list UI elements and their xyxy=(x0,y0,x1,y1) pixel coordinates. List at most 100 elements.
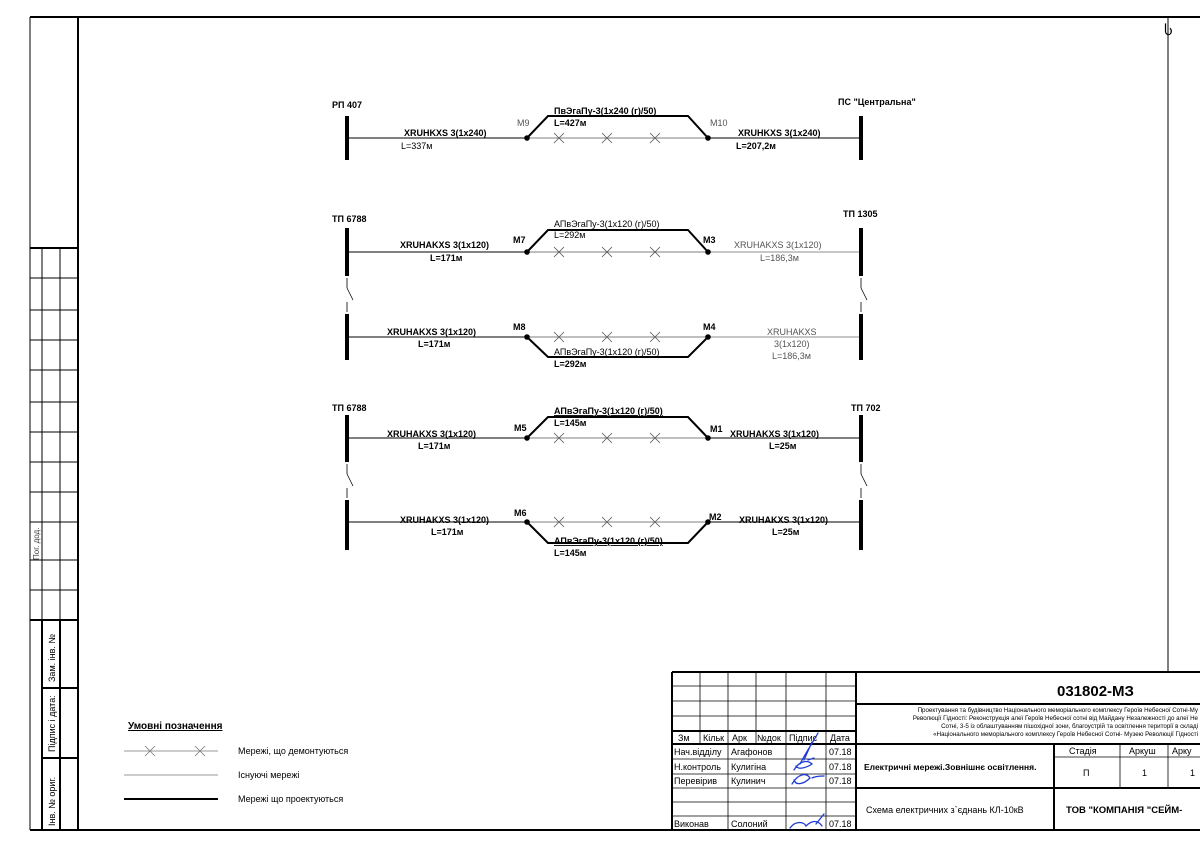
stage-header-arkushiv: Арку xyxy=(1172,746,1192,756)
legend-title: Умовні позначення xyxy=(128,721,223,732)
l2-muff-right-label: M2 xyxy=(709,512,722,522)
l1-muff-right-label: M3 xyxy=(703,235,716,245)
muff-left-label: M9 xyxy=(517,118,530,128)
l1-designed-cable xyxy=(526,229,709,253)
col-data: Дата xyxy=(830,733,850,743)
l2-left-cable-type: XRUHAKXS 3(1x120) xyxy=(387,327,476,337)
l1-mid-cable-type: АПвЭгаПу-3(1x120 (г)/50) xyxy=(554,219,660,229)
l2-muff-right-label: M4 xyxy=(703,322,716,332)
l1-muff-right-label: M1 xyxy=(710,424,723,434)
stage-header-stadiya: Стадія xyxy=(1069,746,1097,756)
stage-header-arkush: Аркуш xyxy=(1129,746,1156,756)
signature-3 xyxy=(791,773,825,785)
muff-right xyxy=(705,135,711,141)
l2-left-cable-length: L=171м xyxy=(418,339,451,349)
stamp-label-sign: Підпис і дата: xyxy=(47,695,57,752)
l1-mid-cable-length: L=145м xyxy=(554,418,587,428)
designed-cable xyxy=(526,115,709,139)
col-ark: Арк xyxy=(732,733,747,743)
sheet-number: 1 xyxy=(1142,768,1147,778)
l2-right-cable-type-2: 3(1x120) xyxy=(774,339,810,349)
signer-date-1: 07.18 xyxy=(829,747,852,757)
signer-date-2: 07.18 xyxy=(829,762,852,772)
dismantle-x-marks xyxy=(553,132,661,144)
node-right: ПС "Центральна" xyxy=(838,97,916,107)
col-pidpys: Підпис xyxy=(789,733,818,743)
l2-right-cable-length: L=186,3м xyxy=(772,351,811,361)
project-description: Проектування та будівництво Національног… xyxy=(913,707,1199,738)
col-ndok: №док xyxy=(757,733,781,743)
node-left: ТП 6788 xyxy=(332,403,367,413)
handwritten-signatures xyxy=(789,732,825,829)
l2-muff-left xyxy=(524,519,530,525)
l1-muff-right xyxy=(705,435,711,441)
l1-muff-left xyxy=(524,435,530,441)
l1-right-cable-length: L=25м xyxy=(769,441,797,451)
signature-4 xyxy=(789,813,825,829)
sheet-total: 1 xyxy=(1190,768,1195,778)
l2-dismantle-x-marks xyxy=(553,331,661,343)
signer-name-1: Агафонов xyxy=(731,747,772,757)
stamp-label-orig: Інв. № ориг. xyxy=(47,777,57,826)
project-line-1: Проектування та будівництво Національног… xyxy=(918,707,1199,714)
project-line-2: Революції Гідності: Реконструкція алеї Г… xyxy=(913,715,1199,722)
l2-right-cable-length: L=25м xyxy=(772,527,800,537)
section-3: ТП 6788 ТП 702 M5 M1 XRUHAKXS 3(1x120) L… xyxy=(332,403,880,558)
signer-date-3: 07.18 xyxy=(829,776,852,786)
l2-muff-right xyxy=(705,334,711,340)
l1-muff-left-label: M7 xyxy=(513,235,526,245)
muff-left xyxy=(524,135,530,141)
l1-left-cable-type: XRUHAKXS 3(1x120) xyxy=(387,429,476,439)
muff-right-label: M10 xyxy=(710,118,728,128)
col-kilk: Кільк xyxy=(703,733,724,743)
l1-right-cable-type: XRUHAKXS 3(1x120) xyxy=(730,429,819,439)
signature-1 xyxy=(799,732,819,765)
title-block-header: Зм Кільк Арк №док Підпис Дата xyxy=(678,733,850,743)
signer-role-4: Виконав xyxy=(674,819,709,829)
l1-muff-left xyxy=(524,249,530,255)
legend-designed-label: Мережі що проектуються xyxy=(238,794,343,804)
node-left: ТП 6788 xyxy=(332,214,367,224)
signer-name-3: Кулинич xyxy=(731,776,766,786)
l2-muff-right xyxy=(705,519,711,525)
l1-right-cable-type: XRUHAKXS 3(1x120) xyxy=(734,240,822,250)
l1-mid-cable-length: L=292м xyxy=(554,230,585,240)
l2-mid-cable-length: L=145м xyxy=(554,548,587,558)
legend-existing-label: Існуючі мережі xyxy=(238,770,299,780)
mid-cable-length: L=427м xyxy=(554,118,587,128)
signer-role-2: Н.контроль xyxy=(674,762,721,772)
node-right: ТП 1305 xyxy=(843,209,878,219)
sheet-frame xyxy=(29,16,1200,831)
l2-left-cable-length: L=171м xyxy=(431,527,464,537)
l2-mid-cable-type: АПвЭгаПу-3(1x120 (г)/50) xyxy=(554,536,663,546)
l2-designed-cable xyxy=(526,521,709,544)
signature-2 xyxy=(793,757,815,771)
l1-muff-right xyxy=(705,249,711,255)
l2-right-cable-type-1: XRUHAKXS xyxy=(767,327,817,337)
company-name: ТОВ "КОМПАНІЯ "СЕЙМ- xyxy=(1066,804,1182,816)
l2-mid-cable-length: L=292м xyxy=(554,359,587,369)
stage-value: П xyxy=(1083,768,1089,778)
l2-right-cable-type: XRUHAKXS 3(1x120) xyxy=(739,515,828,525)
l1-right-cable-length: L=186,3м xyxy=(760,253,799,263)
legend: Умовні позначення Мережі, що демонтуютьс… xyxy=(124,721,348,804)
l1-dismantle-x-marks xyxy=(553,432,661,444)
l2-muff-left-label: M6 xyxy=(514,508,527,518)
project-line-4: «Національного меморіального комплексу Г… xyxy=(933,731,1198,738)
l2-left-cable-type: XRUHAKXS 3(1x120) xyxy=(400,515,489,525)
signers: Нач.відділу Агафонов 07.18 Н.контроль Ку… xyxy=(674,747,852,829)
drawing-title: Схема електричних з`єднань КЛ-10кВ xyxy=(866,805,1024,815)
title-block-grid xyxy=(671,671,1200,830)
l2-designed-cable xyxy=(526,336,709,358)
left-cable-type: XRUHKXS 3(1x240) xyxy=(404,128,487,138)
stage-table: Стадія Аркуш Арку П 1 1 xyxy=(1069,746,1195,778)
l2-muff-left xyxy=(524,334,530,340)
stamp-label-replace: Зам. інв. № xyxy=(47,634,57,682)
l2-dismantle-x-marks xyxy=(553,516,661,528)
corner-mark: Ⴑ xyxy=(1164,22,1173,38)
signer-name-2: Кулигіна xyxy=(731,762,766,772)
sheet-title: Електричні мережі.Зовнішнє освітлення. xyxy=(864,762,1036,772)
l1-muff-left-label: M5 xyxy=(514,423,527,433)
l1-left-cable-length: L=171м xyxy=(418,441,451,451)
